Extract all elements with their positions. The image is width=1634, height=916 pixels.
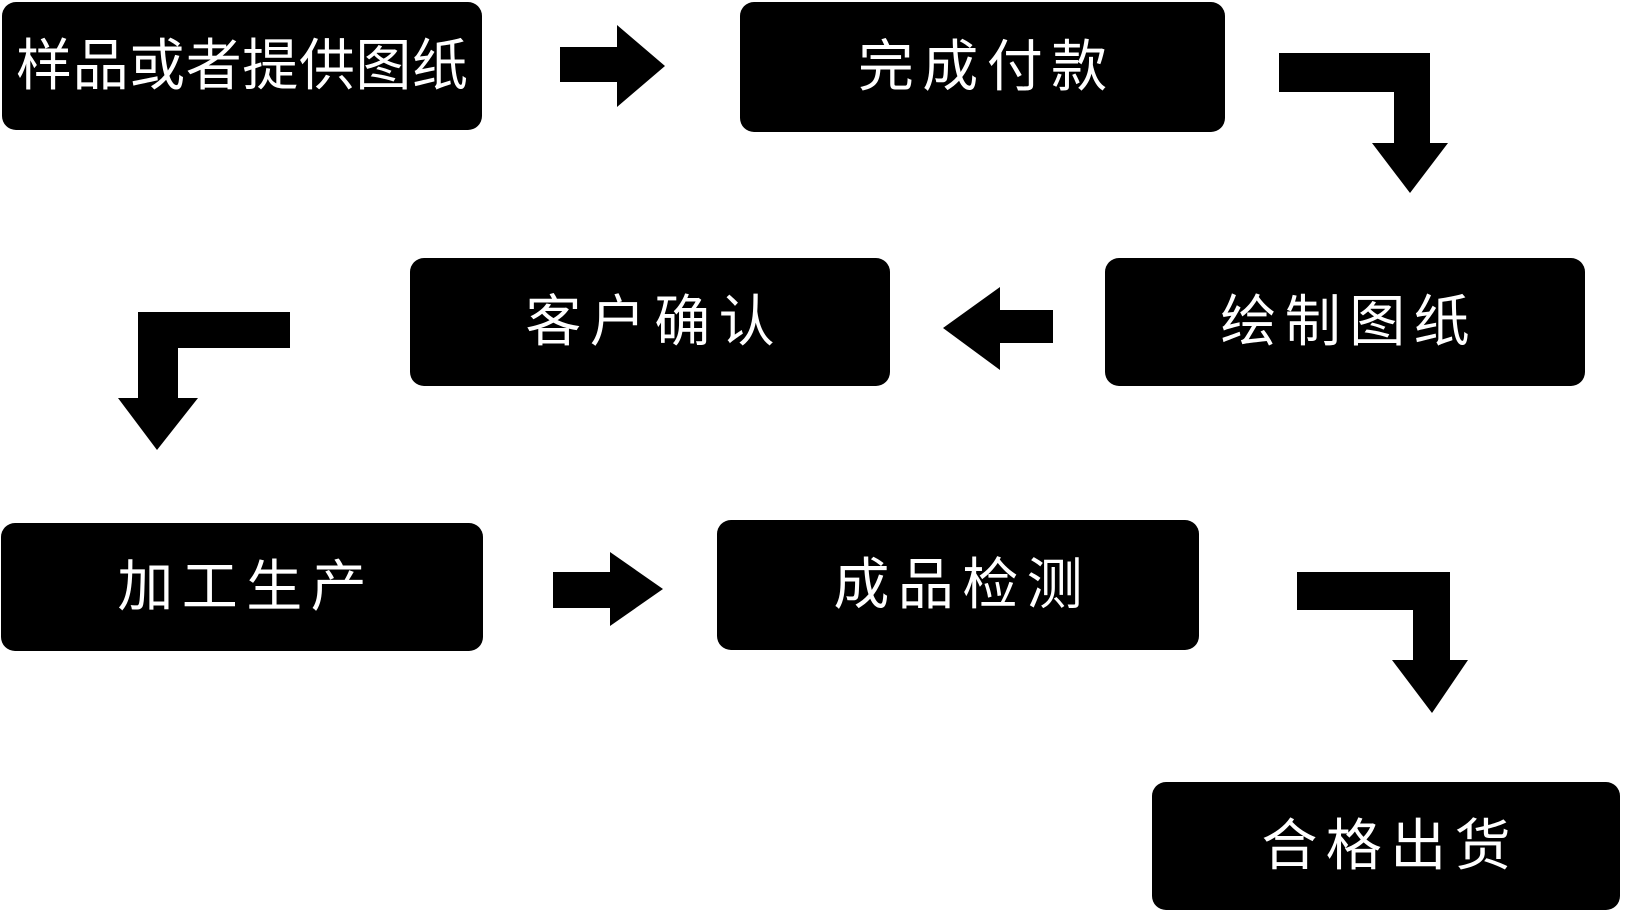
arrow-right-icon	[560, 25, 665, 107]
step-box-processing-production: 加工生产	[1, 523, 483, 651]
step-label: 成品检测	[833, 553, 1091, 616]
arrow-elbow-left-down-icon	[118, 312, 290, 450]
step-box-draw-drawings: 绘制图纸	[1105, 258, 1585, 386]
step-label: 合格出货	[1261, 814, 1519, 877]
step-label: 完成付款	[857, 35, 1116, 98]
arrow-left-icon	[943, 287, 1053, 370]
arrow-elbow-right-down-icon	[1297, 572, 1468, 713]
step-box-customer-confirmation: 客户确认	[410, 258, 890, 386]
step-label: 样品或者提供图纸	[16, 34, 469, 97]
step-box-complete-payment: 完成付款	[740, 2, 1225, 132]
step-label: 客户确认	[525, 290, 783, 353]
arrow-elbow-right-down-icon	[1279, 53, 1448, 193]
arrow-right-icon	[553, 552, 663, 626]
step-box-sample-or-provide-drawing: 样品或者提供图纸	[2, 2, 482, 130]
step-box-qualified-shipment: 合格出货	[1152, 782, 1620, 910]
step-label: 加工生产	[117, 555, 375, 618]
step-box-finished-product-inspection: 成品检测	[717, 520, 1199, 650]
step-label: 绘制图纸	[1220, 290, 1478, 353]
